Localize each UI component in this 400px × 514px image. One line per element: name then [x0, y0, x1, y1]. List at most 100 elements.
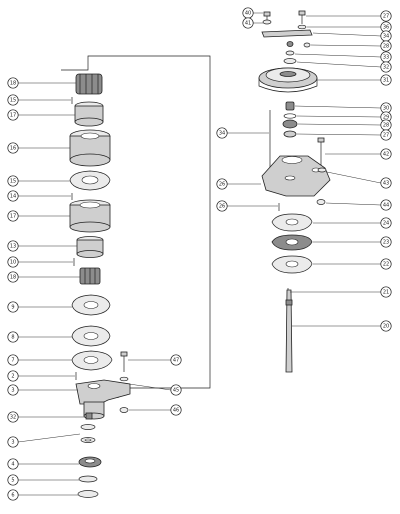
- callout-number: 24: [383, 220, 389, 226]
- callout-number: 15: [10, 178, 16, 184]
- small-washer-part: [262, 19, 272, 25]
- callout-leader-line: [296, 115, 381, 118]
- callout-number: 6: [11, 492, 14, 498]
- callout-number: 41: [245, 20, 251, 26]
- callout-number: 15: [10, 97, 16, 103]
- callout-bubble: [7, 175, 19, 187]
- callout-c31: 32: [296, 61, 392, 73]
- callout-number: 28: [383, 43, 389, 49]
- callout-c9: 10: [7, 256, 73, 268]
- callout-leader-line: [18, 433, 81, 443]
- callout-bubble: [380, 177, 392, 189]
- callout-number: 45: [173, 387, 179, 393]
- callout-number: 32: [383, 64, 389, 70]
- callout-c24: 40: [242, 7, 263, 19]
- callout-c20: 6: [7, 489, 78, 501]
- callout-c26: 27: [306, 10, 392, 22]
- callout-c46: 21: [290, 286, 392, 298]
- callout-number: 44: [383, 202, 389, 208]
- callout-c36: 27: [296, 129, 392, 141]
- retaining-ring-part: [78, 475, 98, 483]
- seal-part: [283, 130, 297, 138]
- upper-nut-washer-part: [303, 42, 311, 48]
- callout-bubble: [7, 77, 19, 89]
- callout-c44: 23: [313, 236, 392, 248]
- callout-c1: 18: [7, 77, 76, 89]
- callout-number: 27: [383, 132, 389, 138]
- snap-ring-part: [283, 113, 297, 119]
- callout-number: 26: [219, 203, 225, 209]
- callout-leader-line: [294, 105, 381, 109]
- callout-bubble: [7, 411, 19, 423]
- callout-number: 14: [10, 193, 16, 199]
- callout-c7: 17: [7, 210, 70, 222]
- face-plate-part: [71, 294, 111, 316]
- callout-bubble: [380, 217, 392, 229]
- callout-bubble: [380, 129, 392, 141]
- callout-bubble: [380, 199, 392, 211]
- callout-number: 40: [245, 10, 251, 16]
- callout-number: 26: [219, 181, 225, 187]
- callout-number: 22: [383, 261, 389, 267]
- callout-bubble: [7, 474, 19, 486]
- callout-bubble: [216, 178, 228, 190]
- callout-c47: 20: [292, 320, 392, 332]
- callout-c8: 13: [7, 240, 77, 252]
- base-housing-part: [75, 379, 131, 420]
- top-washer-part: [297, 24, 307, 30]
- callout-c27: 36: [307, 21, 392, 33]
- thrust-washer-part: [77, 490, 99, 498]
- callout-c17: 3: [7, 433, 81, 448]
- small-nut-part: [85, 412, 93, 420]
- impeller-top-part: [75, 73, 103, 95]
- lock-washer-part: [119, 376, 129, 382]
- pulley-part: [258, 67, 318, 93]
- callout-layer: 1815171615141713101898723323456474546404…: [7, 7, 392, 501]
- callout-number: 20: [383, 323, 389, 329]
- callout-bubble: [380, 74, 392, 86]
- pump-housing-part: [69, 129, 111, 167]
- upper-bearing-part: [282, 119, 298, 129]
- callout-bubble: [216, 127, 228, 139]
- callout-c41: 44: [325, 199, 392, 211]
- sleeve-part: [74, 101, 104, 127]
- impeller-lower-part: [79, 267, 101, 285]
- callout-c10: 18: [7, 271, 80, 283]
- callout-bubble: [380, 148, 392, 160]
- callout-bubble: [7, 436, 19, 448]
- callout-c13: 7: [7, 354, 72, 366]
- callout-c30: 33: [294, 51, 392, 63]
- callout-c37: 34: [216, 127, 269, 139]
- callout-number: 17: [10, 112, 16, 118]
- callout-c45: 22: [313, 258, 392, 270]
- callout-leader-line: [294, 53, 381, 58]
- callout-bubble: [170, 354, 182, 366]
- callout-leader-line: [325, 202, 381, 206]
- callout-c16: 32: [7, 411, 85, 423]
- callout-bubble: [7, 384, 19, 396]
- callout-leader-line: [312, 32, 381, 37]
- callout-bubble: [7, 142, 19, 154]
- callout-c35: 28: [297, 119, 392, 131]
- callout-number: 8: [11, 334, 14, 340]
- callout-bubble: [170, 404, 182, 416]
- callout-number: 16: [10, 145, 16, 151]
- callout-c4: 16: [7, 142, 70, 154]
- callout-bubble: [7, 210, 19, 222]
- callout-bubble: [7, 489, 19, 501]
- callout-number: 32: [10, 414, 16, 420]
- callout-number: 27: [383, 13, 389, 19]
- gasket-plate-part: [69, 170, 111, 191]
- callout-c42: 26: [216, 200, 278, 212]
- callout-c29: 28: [310, 40, 392, 52]
- callout-c11: 9: [7, 301, 72, 313]
- seal-gasket-part: [71, 350, 113, 371]
- right-assembly: [258, 10, 331, 373]
- bearing-part: [78, 456, 102, 468]
- callout-number: 3: [11, 387, 14, 393]
- bolt-top-right-part: [298, 10, 306, 24]
- callout-c39: 26: [216, 178, 261, 190]
- callout-bubble: [380, 10, 392, 22]
- upper-gasket-part: [271, 213, 313, 232]
